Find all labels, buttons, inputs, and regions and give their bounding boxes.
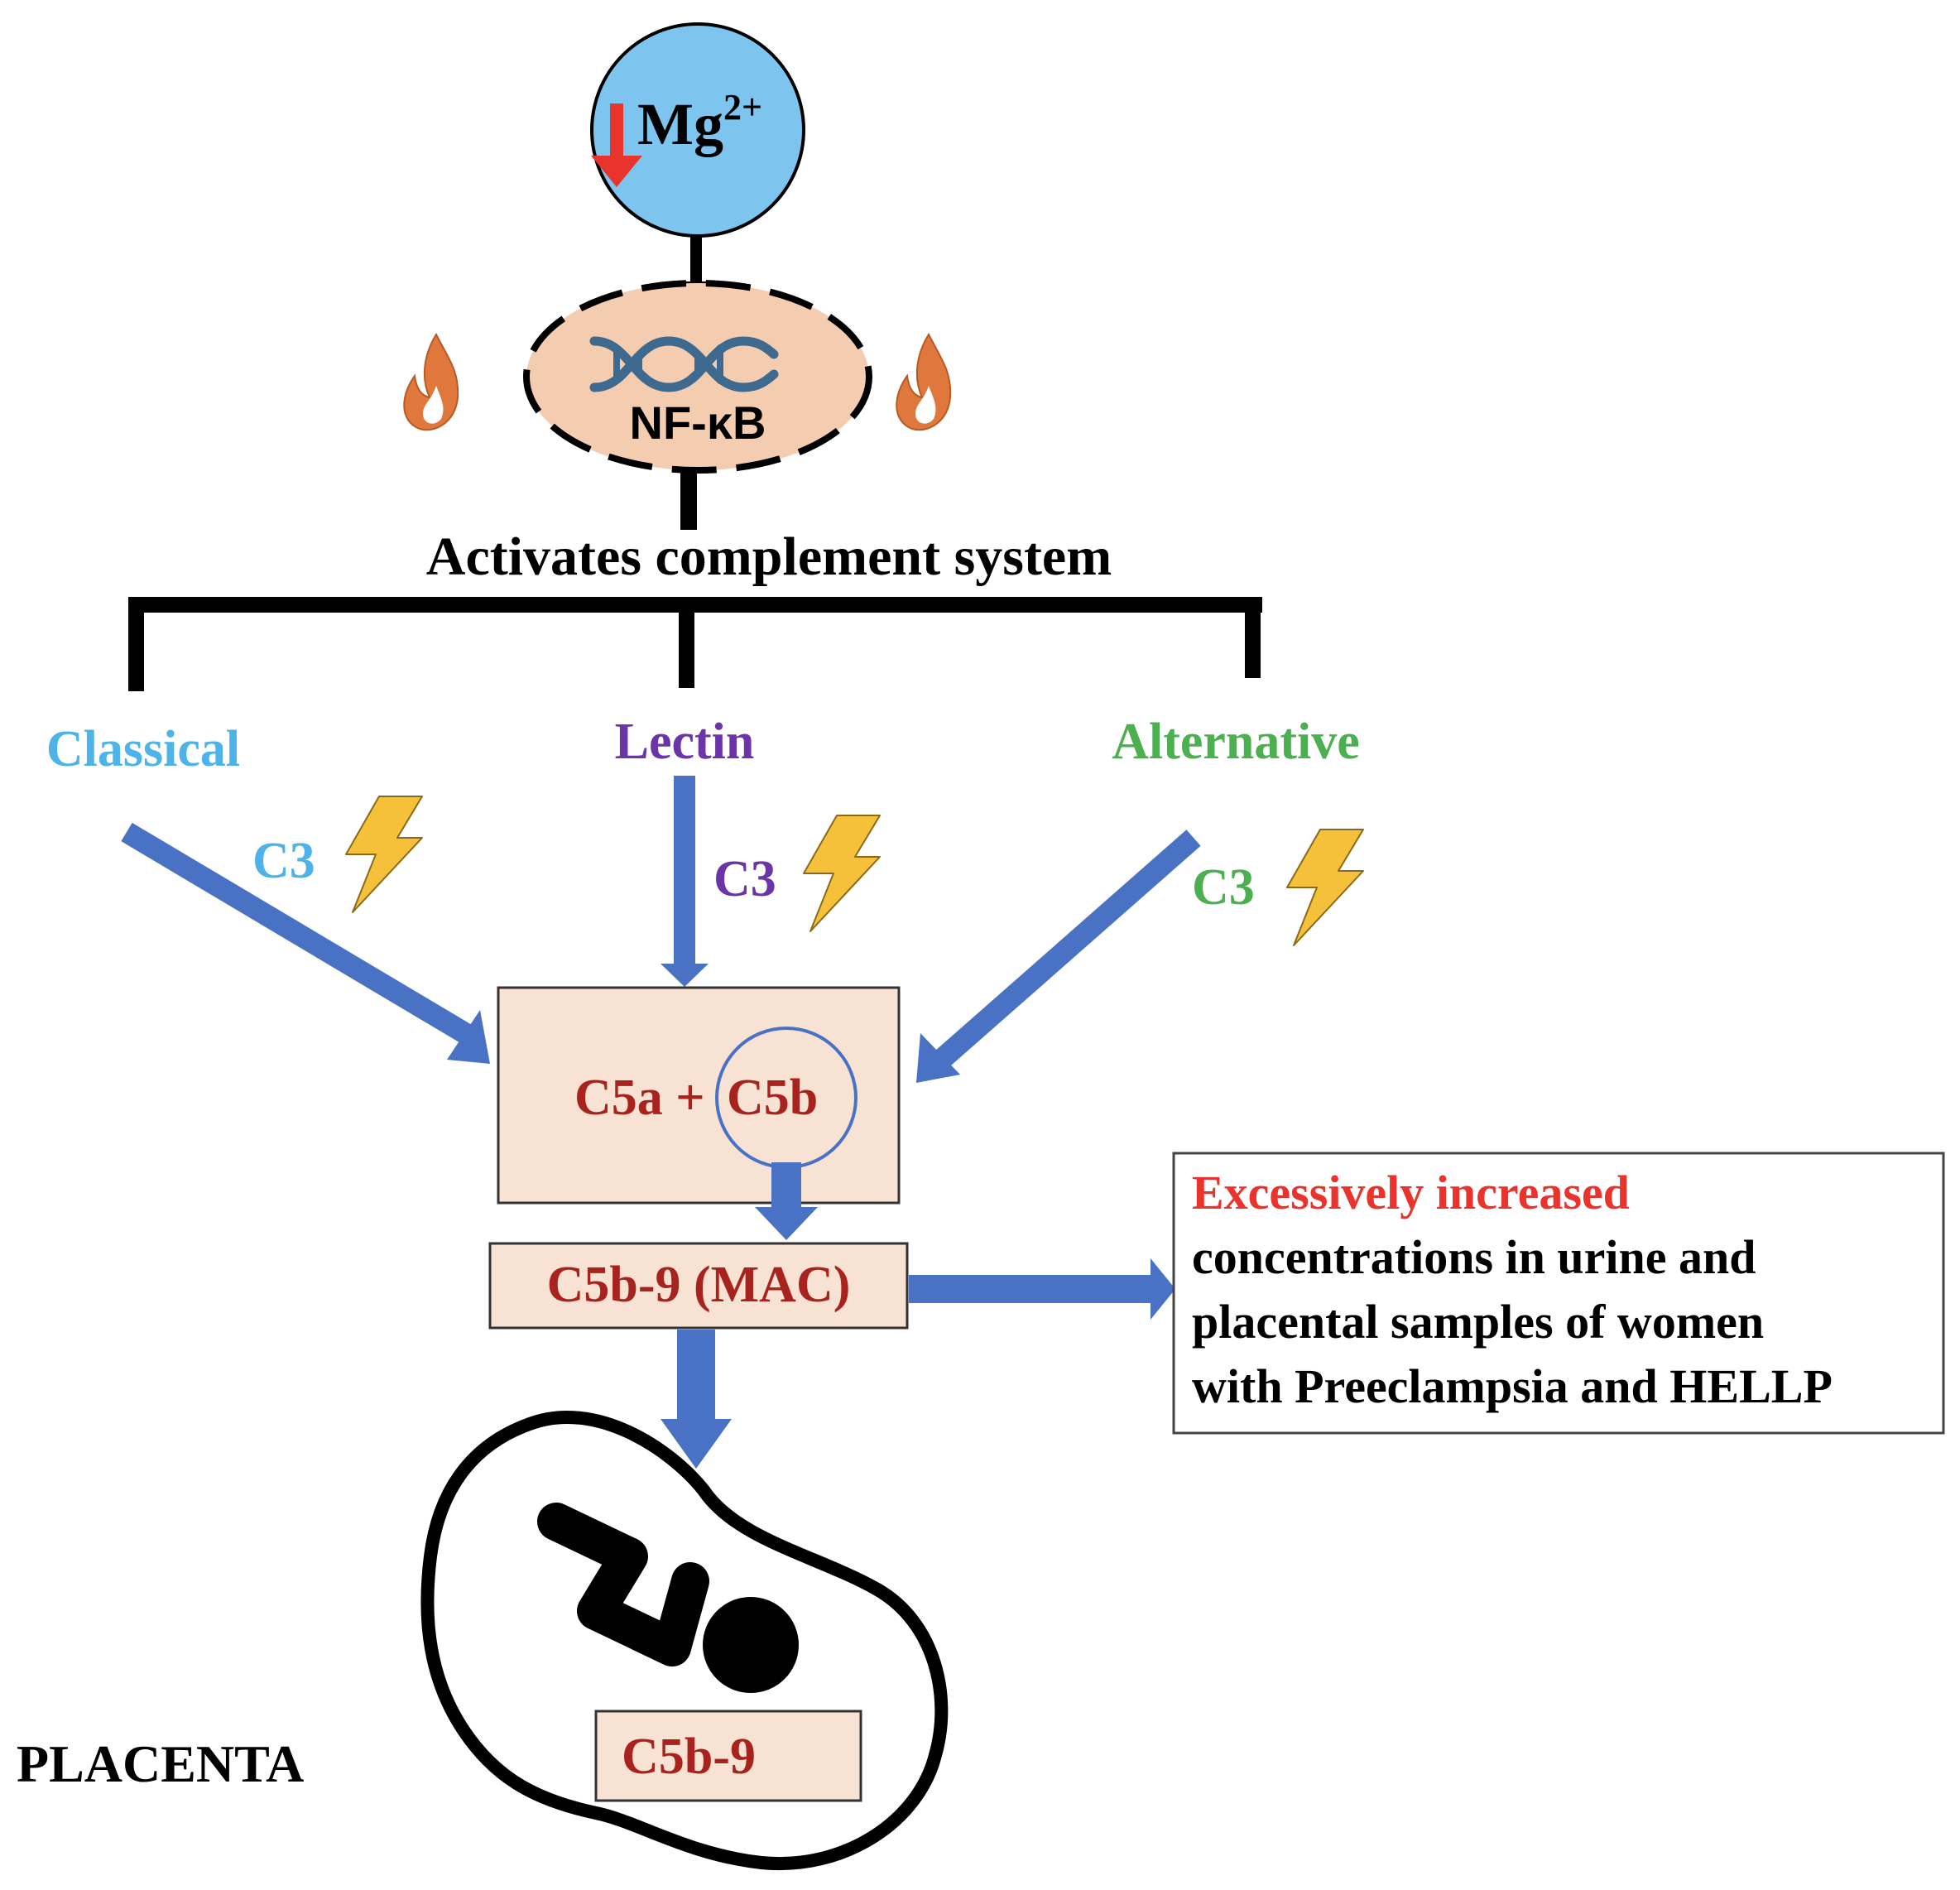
mac-box: C5b-9 (MAC) [488,1242,909,1330]
info-line-2: placental samples of women [1192,1295,1764,1349]
lightning-bolt-icon [345,796,423,913]
info-line-1: concentrations in urine and [1192,1230,1756,1284]
pathway-alternative-label: Alternative [1112,714,1360,770]
dna-icon [589,336,779,392]
info-highlight: Excessively increased [1192,1166,1630,1219]
lightning-bolt-icon [1286,829,1364,946]
mac-to-info-arrow [909,1258,1175,1320]
classical-arrow [121,822,490,1064]
lectin-c3-label: C3 [713,851,776,907]
nfkb-stem [680,472,697,530]
c5b-to-mac-arrow [755,1162,818,1240]
fetus-icon [537,1503,799,1693]
flame-icon [896,334,952,431]
pathway-classical-label: Classical [46,721,240,777]
alternative-c3-label: C3 [1192,859,1255,916]
activation-label: Activates complement system [426,527,1112,587]
pathway-lectin-label: Lectin [615,714,755,770]
info-line-3: with Preeclampsia and HELLP [1192,1359,1833,1413]
magnesium-label: Mg [637,91,723,157]
nfkb-label: NF-κB [630,397,766,449]
c5a-label: C5a + [574,1070,705,1126]
pathway-bracket [128,597,1262,691]
down-arrow-icon [591,103,642,187]
mac-to-placenta-arrow [661,1330,732,1469]
flame-icon [403,334,459,431]
alternative-arrow [916,830,1201,1083]
c5b-label: C5b [727,1070,818,1126]
c5-box: C5a + C5b [497,986,901,1205]
nfkb-node: NF-κB [523,280,872,474]
magnesium-superscript: 2+ [723,87,762,127]
placenta-c5b9-label: C5b-9 [622,1729,756,1785]
info-box: Excessively increased concentrations in … [1172,1152,1945,1435]
placenta-label: PLACENTA [17,1734,304,1793]
mac-label: C5b-9 (MAC) [547,1257,851,1313]
classical-c3-label: C3 [252,833,315,889]
svg-text:Mg2+: Mg2+ [637,87,762,157]
placenta-c5b9-box: C5b-9 [594,1710,862,1802]
lightning-bolt-icon [803,815,881,932]
placenta-outline [420,1410,949,1871]
magnesium-node: Mg2+ [590,22,805,238]
lectin-arrow [661,776,709,987]
